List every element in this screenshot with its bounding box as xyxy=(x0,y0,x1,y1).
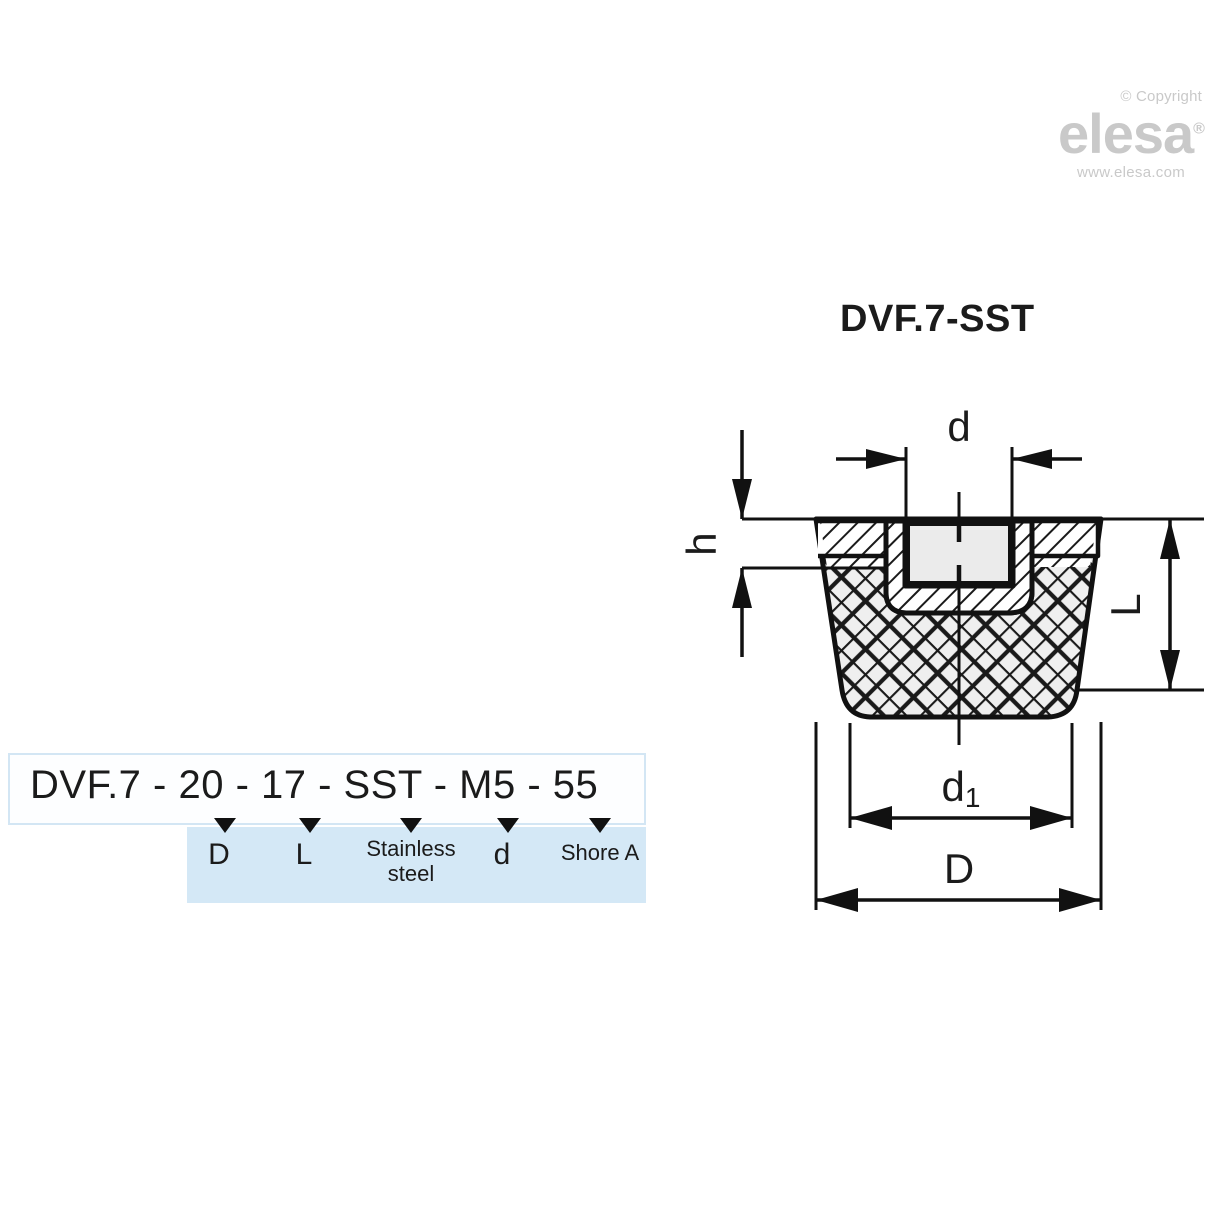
dimension-d1: d1 xyxy=(848,723,1074,830)
elesa-logo-text: elesa xyxy=(1058,102,1194,165)
dimension-label-d1: d1 xyxy=(942,763,981,813)
website-url: www.elesa.com xyxy=(1076,164,1186,182)
elesa-logo: elesa® xyxy=(1056,106,1206,162)
legend-label-stainless-steel: Stainless steel xyxy=(366,836,456,887)
legend-arrow-shore-a-icon xyxy=(589,818,611,833)
designation-key: DVF.7 - 20 - 17 - SST - M5 - 55 D L Stai… xyxy=(8,753,648,903)
elesa-watermark: © Copyright elesa® www.elesa.com xyxy=(1056,88,1206,181)
dimension-L: L xyxy=(1078,517,1204,692)
designation-code-box: DVF.7 - 20 - 17 - SST - M5 - 55 xyxy=(8,753,646,825)
dimension-d: d xyxy=(836,403,1082,525)
legend-arrow-d-icon xyxy=(497,818,519,833)
dimension-D: D xyxy=(814,722,1103,912)
legend-label-L: L xyxy=(295,838,313,871)
threaded-bore xyxy=(906,522,1012,585)
dimension-h: h xyxy=(678,430,890,657)
dimension-label-d: d xyxy=(947,403,970,450)
registered-mark-icon: ® xyxy=(1193,120,1205,138)
dimension-label-h: h xyxy=(678,532,725,555)
dimension-label-D: D xyxy=(944,845,974,892)
legend-arrow-D-icon xyxy=(214,818,236,833)
legend-label-d: d xyxy=(493,838,511,871)
copyright-notice: © Copyright xyxy=(1120,88,1202,105)
legend-arrow-stainless-steel-icon xyxy=(400,818,422,833)
legend-label-shore-a: Shore A xyxy=(560,840,640,865)
legend-label-D: D xyxy=(208,838,230,871)
designation-code: DVF.7 - 20 - 17 - SST - M5 - 55 xyxy=(30,763,599,807)
dimension-label-L: L xyxy=(1102,593,1149,616)
designation-legend-band xyxy=(187,827,646,903)
legend-arrow-L-icon xyxy=(299,818,321,833)
drawing-title: DVF.7-SST xyxy=(840,298,1035,340)
